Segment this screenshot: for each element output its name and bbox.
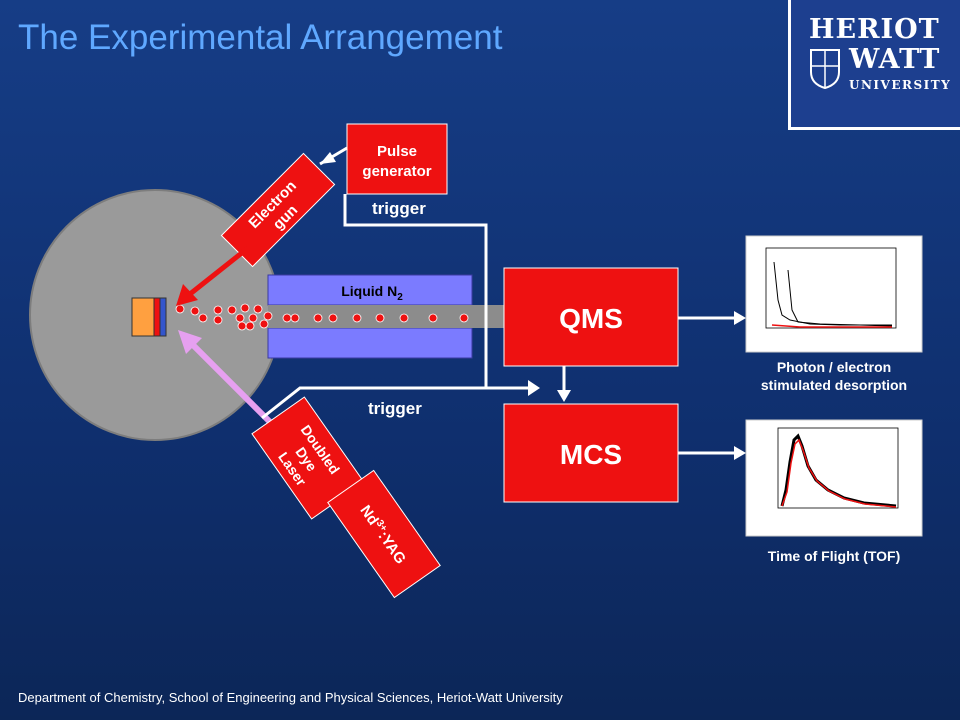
nd-yag-laser: Nd3+:YAG xyxy=(327,469,441,599)
qms-to-psd-arrowhead xyxy=(734,311,746,325)
footer-text: Department of Chemistry, School of Engin… xyxy=(18,690,563,705)
qms-to-mcs-arrowhead xyxy=(557,390,571,402)
electron-beam-arrowhead xyxy=(176,284,198,306)
page-title: The Experimental Arrangement xyxy=(18,18,503,57)
laser-beam-arrowhead xyxy=(178,330,202,354)
sample-surface xyxy=(159,297,167,337)
trigger-arrowhead-gun xyxy=(320,152,336,164)
university-logo: HERIOT WATT UNIVERSITY xyxy=(788,0,960,130)
logo-line3: UNIVERSITY xyxy=(849,78,952,92)
sample-substrate xyxy=(131,297,155,337)
trigger-label-top: trigger xyxy=(372,199,426,218)
psd-caption-1: Photon / electron xyxy=(777,359,891,375)
pulse-generator-label-1: Pulse xyxy=(377,143,417,160)
electron-beam-arrow xyxy=(188,246,250,296)
tof-caption: Time of Flight (TOF) xyxy=(768,548,900,564)
liquid-n2-label: Liquid N2 xyxy=(341,283,403,303)
trigger-label-bottom: trigger xyxy=(368,399,422,418)
mcs-box xyxy=(503,403,679,503)
liquid-n2-tank-bottom xyxy=(267,327,473,359)
psd-plot xyxy=(745,235,923,353)
desorbed-particles xyxy=(175,303,469,331)
crest-icon xyxy=(810,49,840,90)
dye-laser: Doubled Dye Laser xyxy=(251,396,365,520)
qms-label: QMS xyxy=(559,303,623,334)
psd-caption-2: stimulated desorption xyxy=(761,377,907,393)
electron-gun: Electron gun xyxy=(220,152,336,268)
flight-tube xyxy=(268,305,504,328)
tof-plot xyxy=(745,419,923,537)
logo-line1: HERIOT xyxy=(809,14,940,45)
logo-line2: WATT xyxy=(849,44,941,75)
pulse-generator xyxy=(346,123,448,195)
mcs-to-tof-arrowhead xyxy=(734,446,746,460)
sample-ice-layer xyxy=(153,297,161,337)
trigger-arrowhead-mcs xyxy=(528,380,540,396)
pulse-generator-label-2: generator xyxy=(362,163,431,180)
mcs-label: MCS xyxy=(560,439,622,470)
